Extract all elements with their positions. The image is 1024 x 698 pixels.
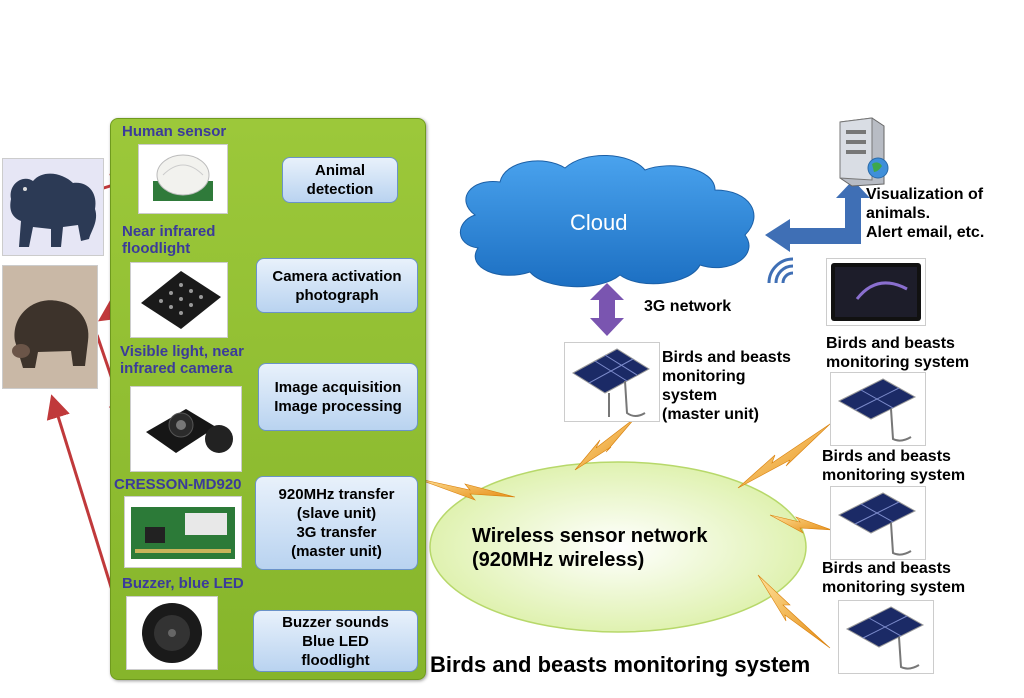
circuit-board-photo bbox=[124, 496, 242, 568]
diagram-caption: Birds and beasts monitoring system bbox=[430, 652, 811, 677]
tablet-label: Birds and beasts monitoring system bbox=[826, 335, 970, 371]
boar-photo bbox=[2, 265, 98, 389]
pir-sensor-icon bbox=[153, 154, 213, 201]
cloud-icon bbox=[459, 155, 755, 288]
board-label: CRESSON-MD920 bbox=[114, 476, 242, 493]
camera-icon bbox=[146, 409, 233, 453]
nir-floodlight-photo bbox=[130, 262, 228, 338]
bear-photo bbox=[2, 158, 104, 256]
wireless-sensor-network-ellipse bbox=[429, 461, 807, 633]
camera-label: Visible light, near infrared camera bbox=[120, 343, 244, 377]
tablet-photo bbox=[826, 258, 926, 326]
bear-icon bbox=[10, 173, 97, 247]
solar-panel-icon bbox=[845, 606, 925, 670]
solar-panel-icon bbox=[837, 492, 917, 556]
step-image-acquisition: Image acquisition Image processing bbox=[258, 363, 418, 431]
cloud-to-server-arrow bbox=[765, 180, 870, 252]
master-unit-photo bbox=[564, 342, 660, 422]
step-camera-activation: Camera activation photograph bbox=[256, 258, 418, 313]
server bbox=[832, 116, 892, 188]
nir-floodlight-label: Near infrared floodlight bbox=[122, 223, 216, 257]
tablet-icon bbox=[831, 263, 921, 321]
solar-panel-icon bbox=[572, 348, 650, 417]
slave-unit-2-photo bbox=[830, 486, 926, 560]
visualization-label: Visualization of animals. Alert email, e… bbox=[866, 186, 985, 241]
buzzer-label: Buzzer, blue LED bbox=[122, 575, 244, 592]
step-buzzer: Buzzer sounds Blue LED floodlight bbox=[253, 610, 418, 672]
buzzer-icon bbox=[142, 603, 202, 663]
wifi-icon bbox=[767, 257, 794, 284]
solar-panel-icon bbox=[837, 378, 917, 442]
step-animal-detection: Animal detection bbox=[282, 157, 398, 203]
slave-unit-1-photo bbox=[830, 372, 926, 446]
master-unit-label: Birds and beasts monitoring system (mast… bbox=[662, 349, 791, 423]
boar-icon bbox=[12, 300, 89, 368]
human-sensor-label: Human sensor bbox=[122, 123, 227, 140]
buzzer-photo bbox=[126, 596, 218, 670]
server-icon bbox=[839, 117, 889, 187]
slave-unit-1-label: Birds and beasts monitoring system bbox=[822, 448, 966, 484]
3g-network-label: 3G network bbox=[644, 298, 732, 315]
step-transfer: 920MHz transfer (slave unit) 3G transfer… bbox=[255, 476, 418, 570]
camera-photo bbox=[130, 386, 242, 472]
circuit-board-icon bbox=[131, 507, 235, 559]
cloud-label: Cloud bbox=[570, 210, 628, 235]
3g-double-arrow bbox=[590, 283, 624, 336]
slave-unit-2-label: Birds and beasts monitoring system bbox=[822, 560, 966, 596]
slave-unit-3-photo bbox=[838, 600, 934, 674]
wsn-label: Wireless sensor network (920MHz wireless… bbox=[472, 525, 708, 571]
pir-sensor-photo bbox=[138, 144, 228, 214]
led-array-icon bbox=[141, 271, 221, 329]
